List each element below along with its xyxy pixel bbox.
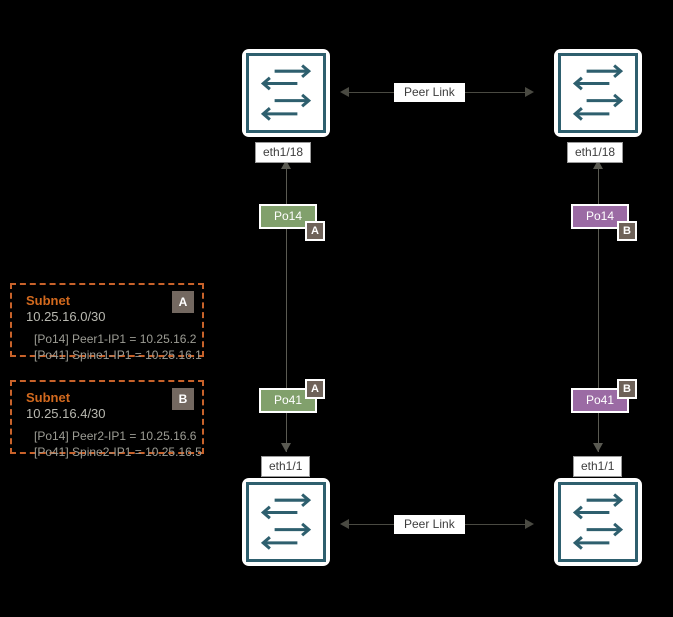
switch-bottom-right[interactable] (554, 478, 642, 566)
port-label-bottom-left: eth1/1 (261, 456, 311, 477)
vertical-link-left (286, 162, 287, 452)
subnet-entry: [Po14] Peer1-IP1 = 10.25.16.2 (34, 332, 197, 346)
subnet-title: Subnet (26, 293, 71, 308)
subnet-entry: [Po14] Peer2-IP1 = 10.25.16.6 (34, 429, 197, 443)
subnet-badge: A (172, 291, 194, 313)
port-channel-top-left[interactable]: Po14 (259, 204, 318, 229)
switch-bottom-left[interactable] (242, 478, 330, 566)
port-channel-badge-bottom-left: A (305, 379, 325, 399)
switch-top-right[interactable] (554, 49, 642, 137)
vertical-link-left-arrow-up (281, 160, 291, 169)
vertical-link-right (598, 162, 599, 452)
port-label-top-right: eth1/18 (567, 142, 624, 163)
peer-link-label-top: Peer Link (394, 83, 465, 102)
peer-link-arrow-right-bottom (525, 519, 534, 529)
subnet-legend-a: Subnet 10.25.16.0/30 [Po14] Peer1-IP1 = … (10, 283, 204, 362)
port-channel-badge-bottom-right: B (617, 379, 637, 399)
peer-link-arrow-right-top (525, 87, 534, 97)
subnet-entry: [Po41] Spine1-IP1 = 10.25.16.1 (34, 348, 202, 362)
subnet-legend-b: Subnet 10.25.16.4/30 [Po14] Peer2-IP1 = … (10, 380, 204, 459)
subnet-entry: [Po41] Spine2-IP1 = 10.25.16.5 (34, 445, 202, 459)
switch-icon (246, 482, 326, 562)
port-label-top-left: eth1/18 (255, 142, 312, 163)
vertical-link-right-arrow-up (593, 160, 603, 169)
switch-icon (558, 53, 638, 133)
peer-link-label-bottom: Peer Link (394, 515, 465, 534)
switch-top-left[interactable] (242, 49, 330, 137)
peer-link-arrow-left-top (340, 87, 349, 97)
port-channel-badge-top-left: A (305, 221, 325, 241)
peer-link-arrow-left-bottom (340, 519, 349, 529)
switch-icon (246, 53, 326, 133)
vertical-link-right-arrow-down (593, 443, 603, 452)
subnet-title: Subnet (26, 390, 71, 405)
port-channel-bottom-right[interactable]: Po41 (571, 388, 630, 413)
switch-icon (558, 482, 638, 562)
subnet-cidr: 10.25.16.0/30 (26, 309, 106, 324)
subnet-cidr: 10.25.16.4/30 (26, 406, 106, 421)
subnet-badge: B (172, 388, 194, 410)
vertical-link-left-arrow-down (281, 443, 291, 452)
port-label-bottom-right: eth1/1 (573, 456, 623, 477)
port-channel-badge-top-right: B (617, 221, 637, 241)
